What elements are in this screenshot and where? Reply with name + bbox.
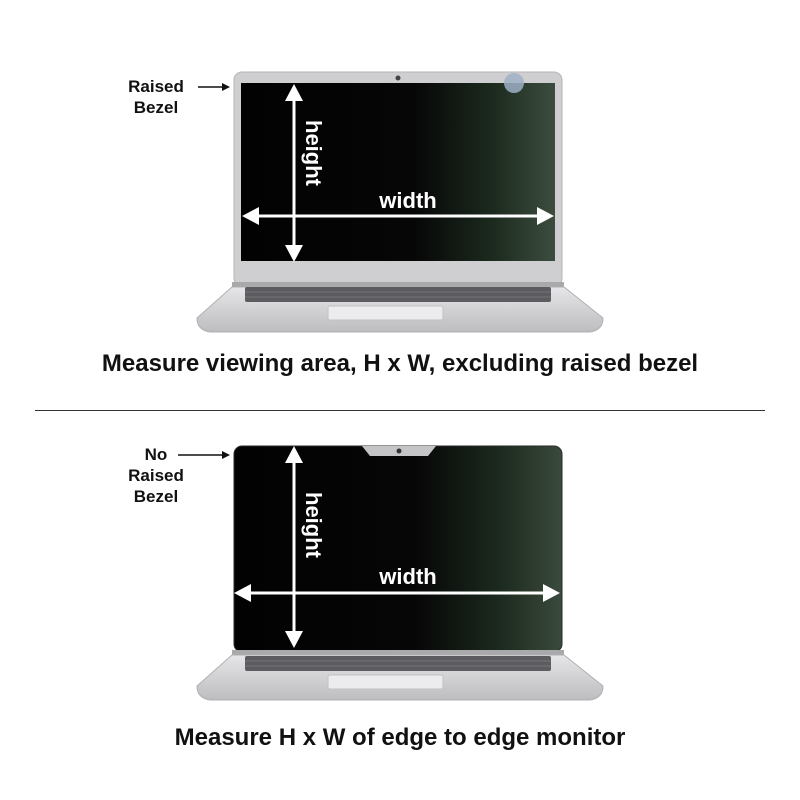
top-caption: Measure viewing area, H x W, excluding r… — [101, 350, 699, 377]
bottom-caption: Measure H x W of edge to edge monitor — [174, 724, 626, 751]
raised-bezel-label-line2: Bezel — [133, 98, 179, 117]
no-raised-bezel-panel: No Raised Bezel — [0, 410, 800, 800]
no-raised-bezel-label-line3: Bezel — [133, 487, 179, 506]
laptop-trackpad — [327, 674, 444, 690]
height-label: height — [301, 492, 326, 559]
raised-bezel-panel: Raised Bezel — [101, 71, 699, 377]
laptop-keyboard — [245, 656, 551, 671]
laptop-keyboard — [245, 287, 551, 302]
width-dimension-arrow — [234, 584, 560, 602]
no-raised-bezel-pointer-arrow — [178, 451, 230, 459]
no-raised-bezel-label: No Raised Bezel — [112, 444, 200, 507]
webcam-icon — [395, 75, 401, 81]
height-dimension-arrow — [285, 84, 303, 262]
height-dimension-arrow — [285, 446, 303, 648]
laptop-screen — [241, 83, 555, 261]
webcam-icon — [396, 448, 402, 454]
screen-moon-decoration — [504, 73, 524, 93]
no-raised-bezel-label-line2: Raised — [128, 466, 184, 485]
raised-bezel-label-line1: Raised — [128, 77, 184, 96]
width-label: width — [378, 188, 436, 213]
section-divider — [35, 410, 765, 411]
laptop-raised-bezel-illustration: height width — [196, 71, 604, 333]
raised-bezel-pointer-arrow — [198, 83, 230, 91]
width-label: width — [378, 564, 436, 589]
raised-bezel-label: Raised Bezel — [112, 76, 200, 118]
height-label: height — [301, 120, 326, 187]
width-dimension-arrow — [242, 207, 554, 225]
laptop-screen — [233, 445, 563, 653]
no-raised-bezel-label-line1: No — [144, 445, 168, 464]
laptop-trackpad — [327, 305, 444, 321]
laptop-edge-to-edge-illustration: height width — [196, 445, 604, 701]
